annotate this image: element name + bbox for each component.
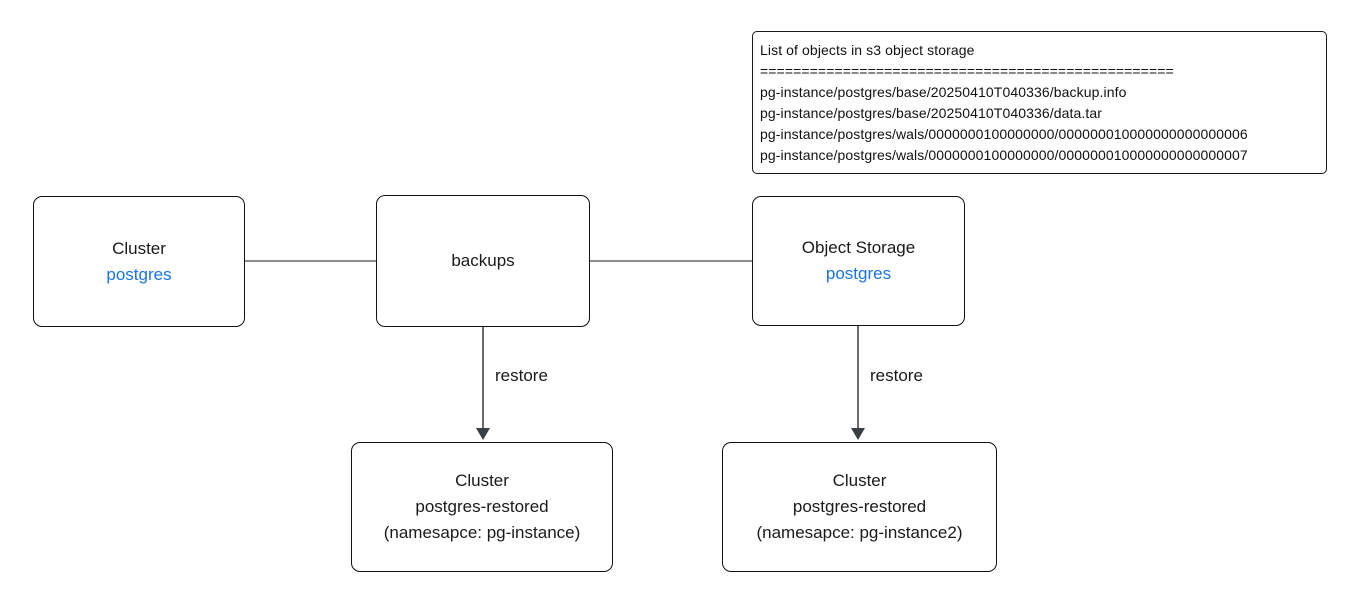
edge-label-restore-left: restore <box>493 366 550 386</box>
node-cluster-postgres: Cluster postgres <box>33 196 245 327</box>
node-title: Object Storage <box>801 238 916 257</box>
node-resource-name: postgres <box>825 264 892 283</box>
node-namespace: (namesapce: pg-instance2) <box>756 523 963 542</box>
connector-backups-to-object-storage <box>590 260 752 262</box>
node-title: Cluster <box>112 238 166 258</box>
node-object-storage-postgres: Object Storage postgres <box>752 196 965 326</box>
s3-object-path: pg-instance/postgres/base/20250410T04033… <box>760 105 1103 121</box>
node-title: Cluster <box>455 471 509 490</box>
node-backups: backups <box>376 195 590 327</box>
node-title: backups <box>451 251 515 270</box>
node-resource-name: postgres-restored <box>792 497 927 516</box>
s3-panel-separator: ========================================… <box>760 63 1174 79</box>
edge-label-restore-right: restore <box>868 366 925 386</box>
connector-cluster-to-backups <box>245 260 376 262</box>
s3-object-path: pg-instance/postgres/wals/00000001000000… <box>760 126 1248 142</box>
node-resource-name: postgres <box>106 264 172 284</box>
arrowhead-down-icon <box>851 428 865 440</box>
node-cluster-postgres-restored-pg-instance2: Cluster postgres-restored (namesapce: pg… <box>722 442 997 572</box>
node-namespace: (namesapce: pg-instance) <box>383 523 581 542</box>
s3-object-listing-panel: List of objects in s3 object storage ===… <box>752 31 1327 174</box>
s3-object-path: pg-instance/postgres/wals/00000001000000… <box>760 147 1248 163</box>
node-cluster-postgres-restored-pg-instance: Cluster postgres-restored (namesapce: pg… <box>351 442 613 572</box>
arrowhead-down-icon <box>476 428 490 440</box>
s3-object-path: pg-instance/postgres/base/20250410T04033… <box>760 84 1127 100</box>
node-resource-name: postgres-restored <box>415 497 549 516</box>
s3-panel-title: List of objects in s3 object storage <box>760 42 975 58</box>
node-title: Cluster <box>832 471 887 490</box>
connector-object-storage-to-restored-cluster <box>857 326 859 429</box>
connector-backups-to-restored-cluster <box>482 327 484 429</box>
